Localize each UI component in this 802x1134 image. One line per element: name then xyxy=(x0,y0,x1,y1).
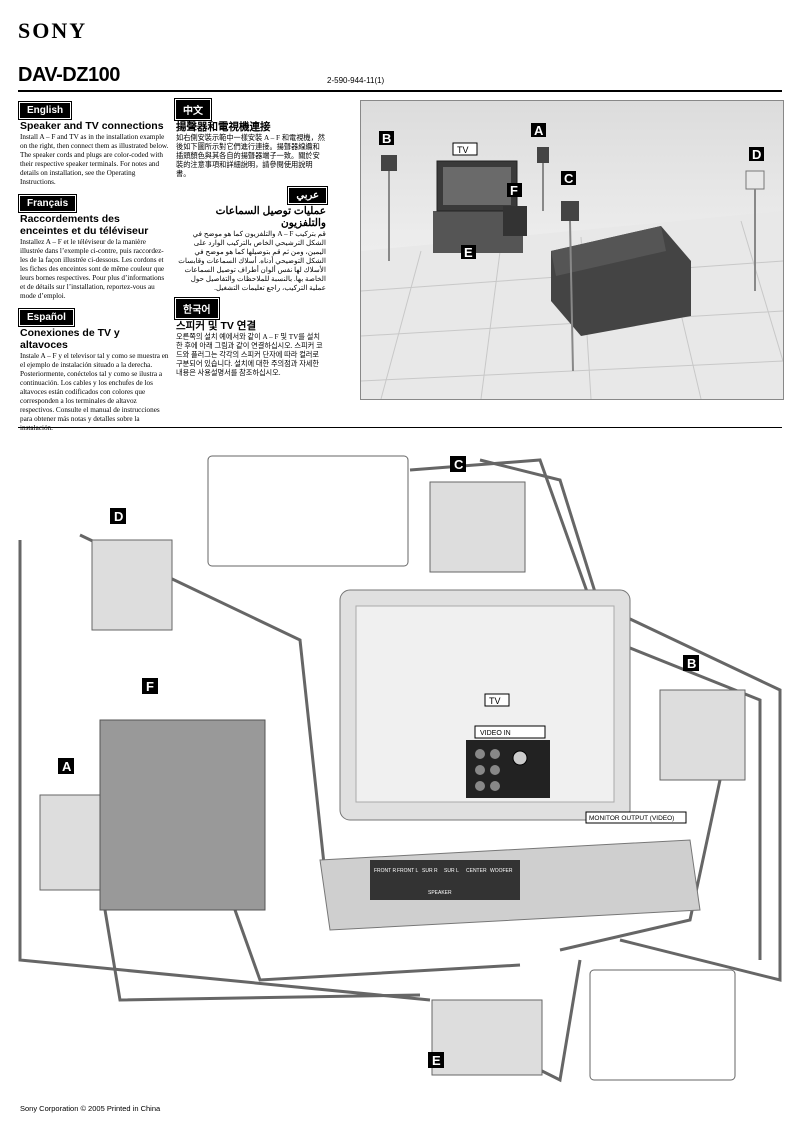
english-section: English Speaker and TV connections Insta… xyxy=(17,100,170,187)
lang-tag-spanish: Español xyxy=(18,308,75,327)
lang-tag-korean: 한국어 xyxy=(174,297,220,320)
terminal-center: CENTER xyxy=(466,868,487,874)
part-number: 2-590-944-11(1) xyxy=(327,76,385,85)
header-divider xyxy=(18,90,782,92)
photo-label-f: F xyxy=(510,183,518,198)
lang-tag-english: English xyxy=(17,101,73,120)
french-section: Français Raccordements des enceintes et … xyxy=(17,193,170,301)
english-title: Speaker and TV connections xyxy=(20,120,164,132)
diagram-label-tv: TV xyxy=(489,696,501,706)
photo-label-b: B xyxy=(382,131,391,146)
spanish-section: Español Conexiones de TV y altavoces Ins… xyxy=(18,307,170,433)
french-title: Raccordements des enceintes et du télévi… xyxy=(20,213,149,237)
photo-label-e: E xyxy=(464,245,473,260)
korean-section: 한국어 스피커 및 TV 연결 오른쪽의 설치 예에서와 같이 A – F 및 … xyxy=(174,297,326,378)
diagram-label-d: D xyxy=(114,509,123,524)
model-name: DAV-DZ100 xyxy=(18,64,120,86)
chinese-section: 中文 揚聲器和電視機連接 如右側安裝示範中一樣安裝 A – F 和電視機，然後如… xyxy=(174,98,326,179)
terminal-inset-top xyxy=(207,455,409,567)
subwoofer-f xyxy=(99,719,266,911)
monitor-output-label: MONITOR OUTPUT (VIDEO) xyxy=(589,815,674,822)
room-illustration: B A C D E F TV xyxy=(361,123,783,399)
chinese-body: 如右側安裝示範中一樣安裝 A – F 和電視機，然後如下圖所示對它們進行連接。揚… xyxy=(176,134,325,178)
korean-body: 오른쪽의 설치 예에서와 같이 A – F 및 TV를 설치한 후에 아래 그림… xyxy=(176,333,323,377)
photo-label-tv: TV xyxy=(457,145,469,155)
left-text-column: English Speaker and TV connections Insta… xyxy=(17,100,170,439)
english-body: Install A – F and TV as in the installat… xyxy=(20,133,169,186)
speaker-d xyxy=(91,539,173,631)
video-in-label: VIDEO IN xyxy=(480,730,511,737)
section-divider xyxy=(18,427,782,428)
photo-label-d: D xyxy=(752,147,761,162)
speaker-b xyxy=(659,689,746,781)
middle-text-column: 中文 揚聲器和電視機連接 如右側安裝示範中一樣安裝 A – F 和電視機，然後如… xyxy=(174,98,328,384)
diagram-label-b: B xyxy=(687,656,696,671)
terminal-inset-bottom xyxy=(589,969,736,1081)
arabic-title: عمليات توصيل السماعات والتلفزيون xyxy=(215,205,326,229)
speaker-e xyxy=(431,999,543,1076)
lang-tag-french: Français xyxy=(17,194,78,213)
diagram-label-e: E xyxy=(432,1053,441,1068)
arabic-body: قم بتركيب A – F والتلفزيون كما هو موضح ف… xyxy=(178,230,326,292)
photo-label-a: A xyxy=(534,123,544,138)
diagram-label-f: F xyxy=(146,679,154,694)
photo-label-c: C xyxy=(564,171,574,186)
chinese-title: 揚聲器和電視機連接 xyxy=(176,121,271,133)
speaker-group-label: SPEAKER xyxy=(428,890,452,896)
terminal-sur-l: SUR L xyxy=(444,868,459,874)
connection-diagram: TV VIDEO IN FRONT R FRONT L SUR R SUR L … xyxy=(18,455,782,1083)
terminal-sur-r: SUR R xyxy=(422,868,438,874)
installation-photo: B A C D E F TV xyxy=(360,100,784,400)
terminal-front-l: FRONT L xyxy=(397,868,419,874)
terminal-woofer: WOOFER xyxy=(490,868,513,874)
terminal-front-r: FRONT R xyxy=(374,868,397,874)
arabic-section: عربي عمليات توصيل السماعات والتلفزيون قم… xyxy=(176,185,328,293)
brand-logo: SONY xyxy=(18,18,88,43)
diagram-label-a: A xyxy=(62,759,72,774)
footer-copyright: Sony Corporation © 2005 Printed in China xyxy=(20,1104,161,1113)
diagram-label-c: C xyxy=(454,457,464,472)
korean-title: 스피커 및 TV 연결 xyxy=(176,320,257,332)
lang-tag-arabic: عربي xyxy=(287,186,328,205)
spanish-title: Conexiones de TV y altavoces xyxy=(20,327,120,351)
french-body: Installez A – F et le téléviseur de la m… xyxy=(20,238,165,300)
lang-tag-chinese: 中文 xyxy=(174,98,212,121)
speaker-c xyxy=(429,481,526,573)
spanish-body: Instale A – F y el televisor tal y como … xyxy=(20,352,169,432)
